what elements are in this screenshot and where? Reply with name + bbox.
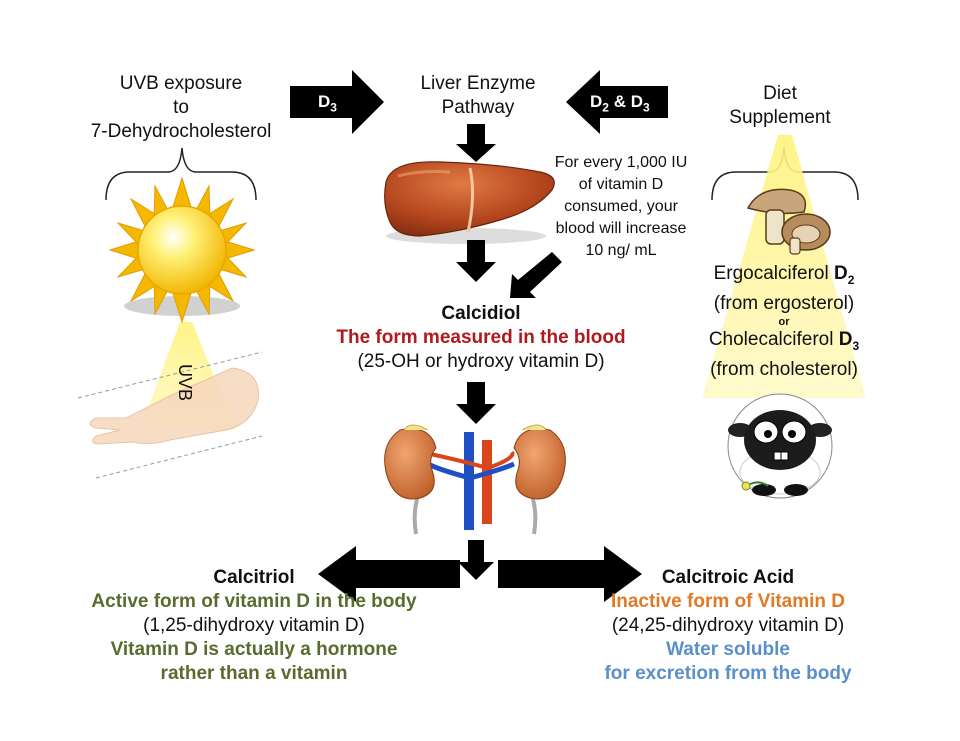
calcidiol-block: Calcidiol The form measured in the blood…: [316, 302, 646, 374]
arrow-down-from-kidneys: [458, 540, 494, 580]
calcidiol-desc: (25-OH or hydroxy vitamin D): [357, 351, 605, 372]
calcidiol-subtitle: The form measured in the blood: [336, 327, 626, 348]
diet-supplement-label: Diet Supplement: [729, 83, 831, 128]
arrow-down-to-calcidiol: [456, 240, 496, 282]
uvb-ray-label: UVB: [175, 363, 196, 402]
arm-illustration: [89, 367, 259, 445]
arrow-to-calcitriol: [318, 546, 460, 602]
liver-illustration: [384, 161, 555, 244]
arrow-d3-label: D3: [318, 92, 337, 115]
uvb-exposure-label: UVB exposure to 7-Dehydrocholesterol: [90, 73, 272, 142]
diet-beam: [702, 135, 866, 398]
arrow-down-to-kidneys: [456, 382, 496, 424]
calcidiol-title: Calcidiol: [441, 303, 521, 324]
calcitroic-acid-block: Calcitroic Acid Inactive form of Vitamin…: [570, 566, 886, 686]
sun-icon: [108, 176, 256, 324]
arrow-d2d3-label: D2 & D3: [590, 92, 650, 115]
calcitroic-acid-title: Calcitroic Acid: [661, 567, 795, 588]
liver-enzyme-label: Liver Enzyme Pathway: [420, 73, 536, 118]
intake-note: For every 1,000 IU of vitamin D consumed…: [554, 154, 688, 259]
uvb-brace: [105, 147, 257, 201]
cholecalciferol-label: Cholecalciferol D3: [708, 328, 860, 353]
arrow-d3-uvb-to-liver: [290, 70, 384, 134]
calcitriol-title: Calcitriol: [213, 567, 295, 588]
supplement-forms: Ergocalciferol D2 (from ergosterol) or C…: [686, 262, 882, 382]
mushroom-icon: [746, 188, 831, 255]
calcitriol-block: Calcitriol Active form of vitamin D in t…: [50, 566, 458, 686]
sheep-icon: [727, 393, 833, 499]
ergocalciferol-label: Ergocalciferol D2: [713, 263, 855, 287]
arrow-to-calcitroic-acid: [498, 546, 642, 602]
arrow-down-to-liver: [456, 124, 496, 162]
arrow-d2d3-diet-to-liver: [566, 70, 668, 134]
arrow-note-to-calcidiol: [510, 252, 562, 298]
kidney-illustration: [384, 424, 566, 535]
